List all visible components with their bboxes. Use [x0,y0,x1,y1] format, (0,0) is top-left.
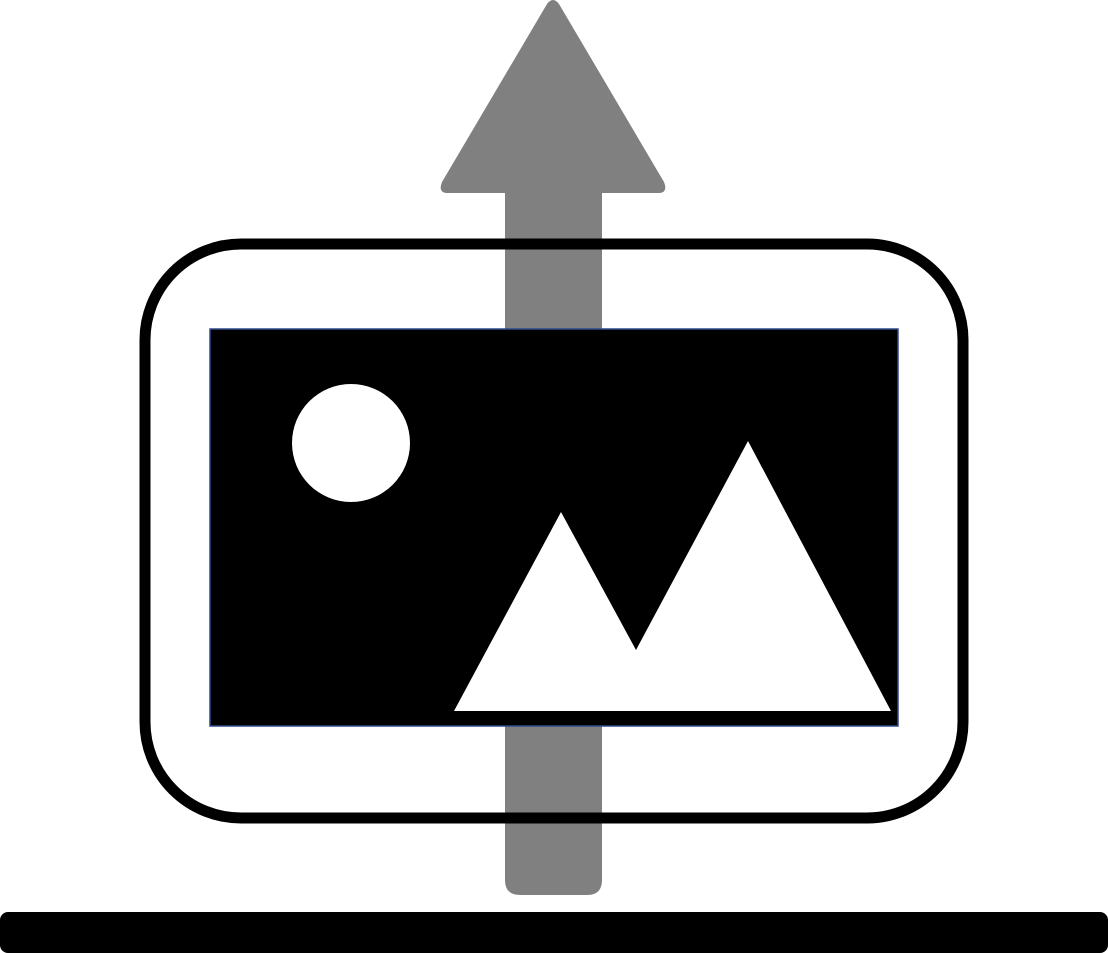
upload-arrow-head [440,0,666,193]
baseline-bar [0,912,1108,953]
mountains-icon [454,441,891,711]
sun-icon [292,384,410,502]
device-frame [139,238,969,824]
picture-icon [209,328,899,727]
